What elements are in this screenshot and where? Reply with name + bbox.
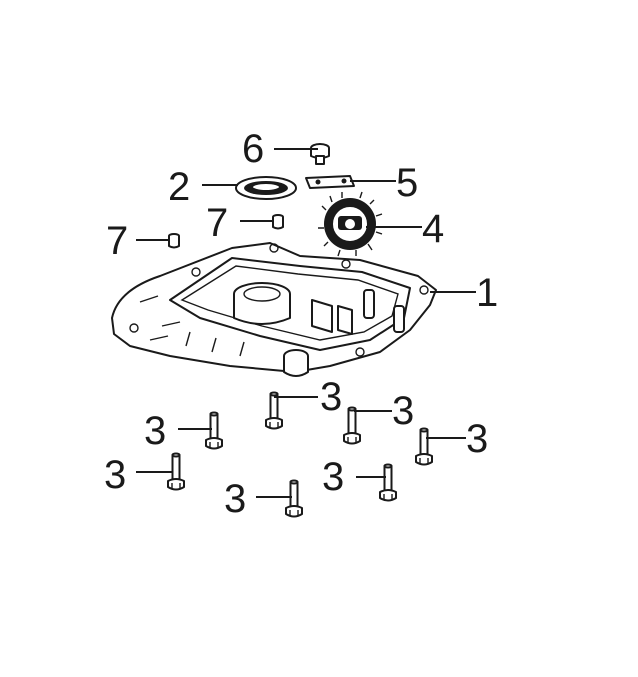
part-oil-seal — [235, 176, 297, 200]
flange-bolt — [205, 411, 223, 450]
flange-bolt — [167, 452, 185, 491]
callout-3: 3 — [322, 455, 344, 499]
callout-labels: 1 2 3 3 3 3 3 3 3 4 5 6 7 7 — [104, 127, 498, 521]
callout-5: 5 — [396, 161, 418, 205]
callout-3: 3 — [392, 389, 414, 433]
callout-3: 3 — [144, 409, 166, 453]
flange-bolt — [343, 406, 361, 445]
callout-4: 4 — [422, 207, 444, 251]
flange-bolt — [415, 427, 433, 466]
flange-bolt — [265, 391, 283, 430]
flange-bolt — [285, 479, 303, 518]
part-plate — [305, 175, 355, 189]
part-crankcase-cover — [111, 242, 437, 377]
part-flange-bolts — [167, 391, 433, 518]
callout-7: 7 — [106, 219, 128, 263]
callout-2: 2 — [168, 165, 190, 209]
callout-1: 1 — [476, 271, 498, 315]
part-dowel-pin-b — [272, 214, 284, 230]
part-bolt-6 — [310, 143, 330, 165]
part-dowel-pin-a — [168, 233, 180, 249]
callout-7: 7 — [206, 201, 228, 245]
flange-bolt — [379, 463, 397, 502]
part-governor-gear — [318, 191, 383, 257]
callout-3: 3 — [320, 375, 342, 419]
leader-lines — [136, 148, 476, 498]
callout-6: 6 — [242, 127, 264, 171]
callout-3: 3 — [224, 477, 246, 521]
callout-3: 3 — [466, 417, 488, 461]
callout-3: 3 — [104, 453, 126, 497]
